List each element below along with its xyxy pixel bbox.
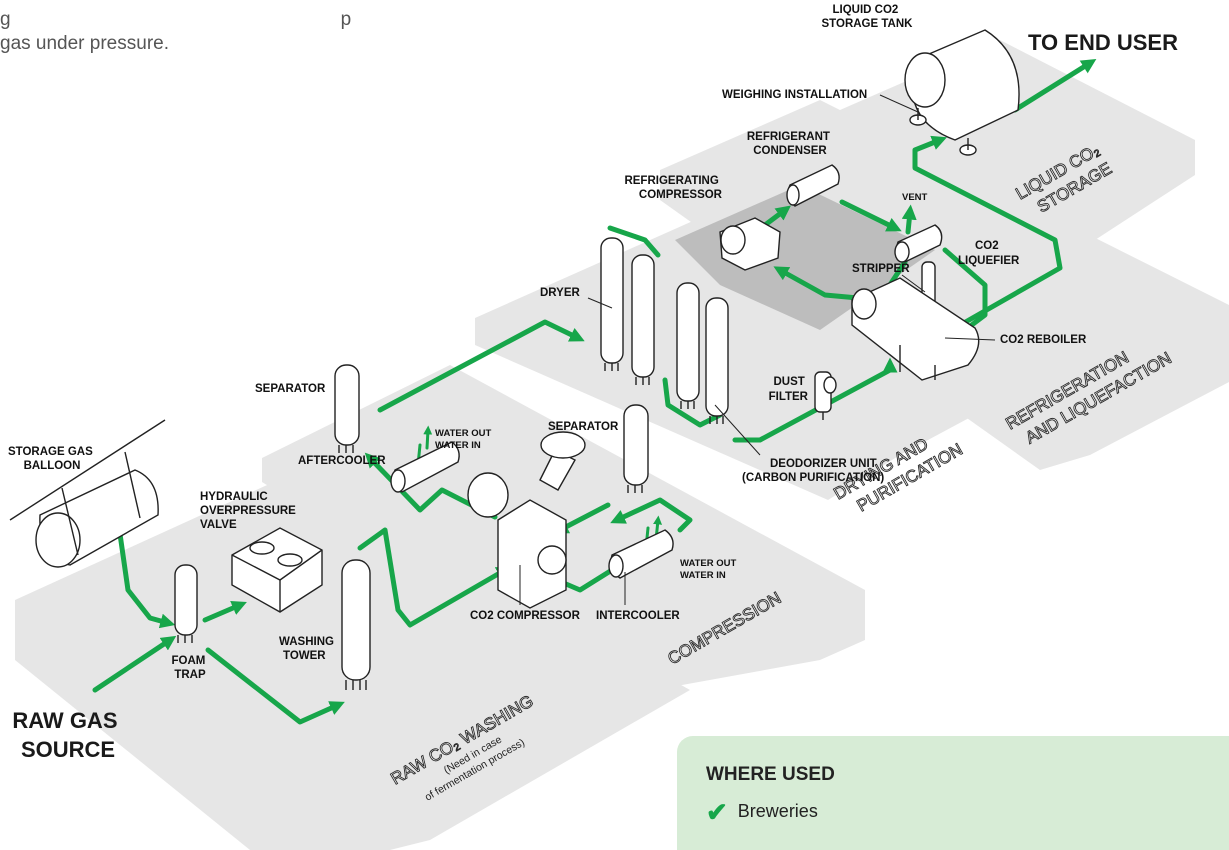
pipe-separator1-to-dryer [377,319,585,413]
label-dryer: DRYER [540,287,581,299]
label-aftercooler: AFTERCOOLER [298,455,386,467]
label-storage-gas-balloon: STORAGE GAS BALLOON [8,446,96,472]
label-foam-trap: FOAM TRAP [171,655,208,681]
where-used-item: ✔ Breweries [706,796,818,827]
label-separator-2: SEPARATOR [548,421,619,433]
balloon-support-wire [9,419,166,521]
leader-deodorizer [714,404,761,456]
label-intercooler: INTERCOOLER [596,610,680,622]
checkmark-icon: ✔ [706,796,728,827]
pipe-to-end-user [1012,59,1097,113]
pipe-dryers-loop [607,225,661,258]
pipe-foamtrap-to-tower [205,647,345,725]
co2-liquefier [894,224,943,263]
refrigerating-compressor [719,217,781,271]
pipe-refrigerant-to-condenser [762,205,791,228]
intro-line-2: gas under pressure. [0,33,169,54]
where-used-panel: WHERE USED ✔ Breweries [677,736,1229,850]
end-user-heading: TO END USER [1028,30,1178,55]
leader-weighing [879,94,919,113]
foam-trap [174,564,198,643]
pipe-balloon-to-foamtrap [115,517,176,629]
co2-reboiler [851,277,980,381]
storage-gas-balloon [35,451,159,568]
liquid-co2-storage-tank [904,29,1020,156]
label-separator-1: SEPARATOR [255,383,326,395]
co2-compressor [467,431,586,609]
intercooler [608,529,674,579]
pipe-foamtrap-to-valve [202,601,247,623]
label-water-2: WATER OUT WATER IN [680,558,739,581]
label-storage-tank: LIQUID CO2 STORAGE TANK [822,4,914,30]
dryer-columns [600,237,655,385]
where-used-title: WHERE USED [706,764,835,785]
pipe-condenser-to-liquefier [839,199,902,232]
label-co2-reboiler: CO2 REBOILER [1000,334,1087,346]
pipe-vent [901,204,917,235]
intro-fragment-2: p [340,9,352,30]
separator-1 [334,364,360,453]
deodorizer-unit [676,282,729,424]
where-used-item-label: Breweries [737,801,818,821]
pipe-intercooler-to-separator2 [610,497,693,533]
leader-reboiler [944,337,996,341]
label-stripper: STRIPPER [852,263,910,275]
pipe-reboiler-to-storage [912,135,1063,331]
leader-dryer [587,297,613,309]
leader-stripper [901,274,926,293]
pipe-tower-to-compressor [357,527,512,628]
pipe-raw-gas-inflow [92,635,177,693]
hydraulic-overpressure-valve [231,527,323,613]
label-refrig-condenser: REFRIGERANT CONDENSER [747,131,833,157]
label-washing-tower: WASHING TOWER [279,636,337,662]
label-water-1: WATER OUT WATER IN [435,428,494,451]
label-hydraulic-valve: HYDRAULIC OVERPRESSURE VALVE [200,491,299,531]
washing-tower [341,559,371,690]
label-dust-filter: DUST FILTER [769,376,809,403]
raw-gas-heading: RAW GAS SOURCE [12,708,123,762]
separator-2 [623,404,649,493]
label-vent: VENT [902,192,928,203]
refrigerant-condenser [786,164,840,207]
label-co2-liquefier: CO2 LIQUEFIER [958,240,1020,267]
label-deodorizer: DEODORIZER UNIT (CARBON PURIFICATION) [742,458,884,484]
intro-fragment-1: g [0,9,11,30]
label-co2-compressor: CO2 COMPRESSOR [470,610,581,622]
label-weighing-installation: WEIGHING INSTALLATION [722,89,867,101]
dust-filter [814,371,837,420]
aftercooler [390,441,460,493]
label-refrig-compressor: REFRIGERATING COMPRESSOR [624,175,722,201]
pipe-separator2-to-compressor [553,502,611,534]
